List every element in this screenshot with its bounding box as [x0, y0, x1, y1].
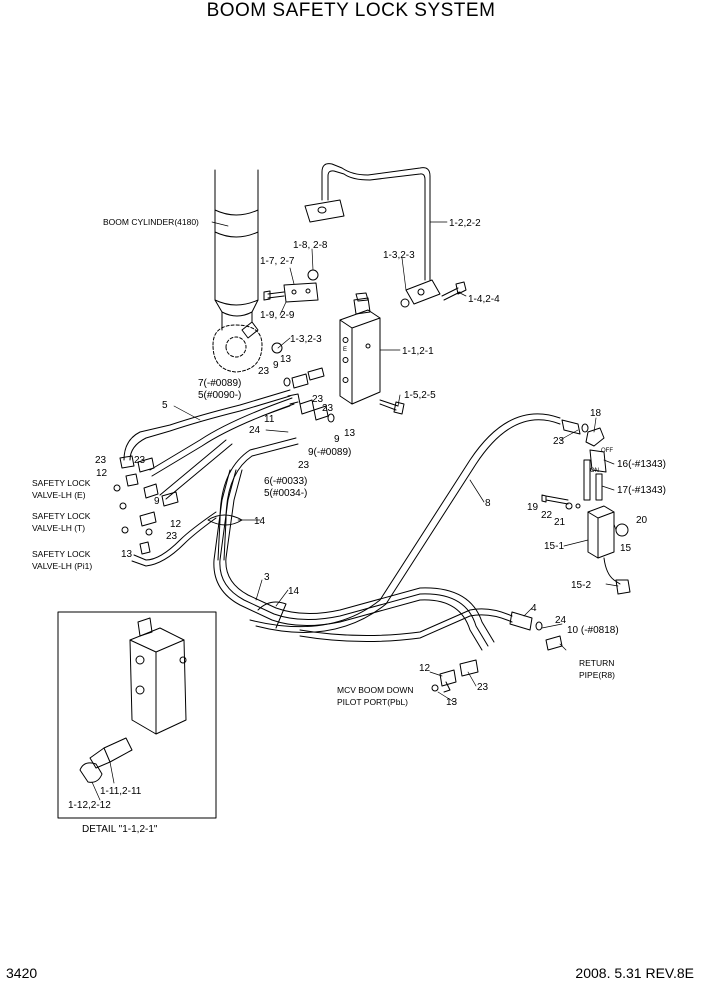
- hose-4: [299, 608, 563, 651]
- label-23-c: 23: [322, 403, 334, 414]
- label-18: 18: [590, 408, 602, 419]
- revision-date: 2008. 5.31 REV.8E: [575, 965, 694, 981]
- label-9-d: 9: [154, 496, 160, 507]
- label-17: 17(-#1343): [617, 485, 666, 496]
- label-15: 15: [620, 543, 632, 554]
- label-23-b: 23: [312, 394, 324, 405]
- label-5: 5: [162, 400, 168, 411]
- label-return-2: PIPE(R8): [579, 670, 615, 680]
- label-23-f: 23: [95, 455, 107, 466]
- label-9-a: 9: [273, 360, 279, 371]
- label-13-c: 13: [121, 549, 133, 560]
- label-24-b: 24: [555, 615, 567, 626]
- mcv-fittings: [431, 659, 479, 693]
- label-12-a: 12: [96, 468, 108, 479]
- label-23-g: 23: [134, 455, 146, 466]
- label-1-4-2-4: 1-4,2-4: [468, 294, 500, 305]
- label-23-i: 23: [477, 682, 489, 693]
- pipe-1-2: [304, 163, 441, 308]
- label-safety-lock-t-2: VALVE-LH (T): [32, 523, 85, 533]
- label-21: 21: [554, 517, 566, 528]
- switch-assembly: [541, 419, 631, 595]
- label-safety-lock-e-1: SAFETY LOCK: [32, 478, 91, 488]
- label-15-2: 15-2: [571, 580, 591, 591]
- label-mcv-2: PILOT PORT(PbL): [337, 697, 408, 707]
- label-19: 19: [527, 502, 539, 513]
- label-11: 11: [264, 414, 275, 425]
- label-14-a: 14: [254, 516, 266, 527]
- label-20: 20: [636, 515, 648, 526]
- label-1-8-2-8: 1-8, 2-8: [293, 240, 328, 251]
- label-1-12: 1-12,2-12: [68, 800, 111, 811]
- label-return-1: RETURN: [579, 658, 614, 668]
- label-safety-lock-t-1: SAFETY LOCK: [32, 511, 91, 521]
- label-safety-lock-pi-2: VALVE-LH (Pi1): [32, 561, 92, 571]
- label-16: 16(-#1343): [617, 459, 666, 470]
- label-1-1-2-1: 1-1,2-1: [402, 346, 434, 357]
- label-7: 7(-#0089): [198, 378, 241, 389]
- label-1-11: 1-11,2-11: [100, 786, 142, 797]
- label-5-bot: 5(#0034-): [264, 488, 307, 499]
- hose-5-7: [123, 389, 299, 561]
- label-6: 6(-#0033): [264, 476, 307, 487]
- label-23-d: 23: [298, 460, 310, 471]
- label-12-c: 12: [419, 663, 431, 674]
- label-15-1: 15-1: [544, 541, 564, 552]
- label-safety-lock-pi-1: SAFETY LOCK: [32, 549, 91, 559]
- label-switch-on: ON: [590, 468, 599, 474]
- label-5-top: 5(#0090-): [198, 390, 241, 401]
- label-9-c: 9(-#0089): [308, 447, 351, 458]
- label-8: 8: [485, 498, 491, 509]
- label-1-7-2-7: 1-7, 2-7: [260, 256, 295, 267]
- label-13-a: 13: [280, 354, 292, 365]
- label-1-2-2-2: 1-2,2-2: [449, 218, 481, 229]
- safety-lock-valve-1-1: [339, 292, 381, 405]
- fittings-valve: [283, 367, 335, 423]
- label-1-5-2-5: 1-5,2-5: [404, 390, 436, 401]
- label-13-b: 13: [344, 428, 356, 439]
- label-13-d: 13: [446, 697, 458, 708]
- hose-8: [249, 413, 561, 633]
- page-title: BOOM SAFETY LOCK SYSTEM: [206, 0, 496, 21]
- page-number: 3420: [6, 965, 38, 981]
- label-safety-lock-e-2: VALVE-LH (E): [32, 490, 86, 500]
- label-valve-e: E: [343, 347, 347, 353]
- label-24-a: 24: [249, 425, 261, 436]
- label-1-3-2-3-mid: 1-3,2-3: [290, 334, 322, 345]
- label-9-b: 9: [334, 434, 340, 445]
- label-1-3-2-3-top: 1-3,2-3: [383, 250, 415, 261]
- label-12-b: 12: [170, 519, 182, 530]
- label-3: 3: [264, 572, 270, 583]
- label-switch-off: OFF: [601, 448, 613, 454]
- label-23-h: 23: [166, 531, 178, 542]
- bolt-1-4: [441, 281, 467, 301]
- label-23-a: 23: [258, 366, 270, 377]
- hose-3: [213, 469, 495, 651]
- label-mcv-1: MCV BOOM DOWN: [337, 685, 414, 695]
- o-ring-1-8: [307, 269, 319, 281]
- leader-lines: [91, 221, 619, 801]
- fittings-safety-lock-lh: [113, 455, 179, 555]
- plate-1-7: [263, 282, 319, 303]
- o-ring-1-3: [271, 342, 283, 354]
- label-22: 22: [541, 510, 553, 521]
- boom-cylinder: [212, 169, 263, 373]
- label-10: 10 (-#0818): [567, 625, 619, 636]
- label-23-e: 23: [553, 436, 565, 447]
- bolt-1-5: [379, 399, 405, 415]
- detail-box: [57, 611, 217, 819]
- label-1-9-2-9: 1-9, 2-9: [260, 310, 295, 321]
- label-boom-cylinder: BOOM CYLINDER(4180): [103, 217, 199, 227]
- hose-13: [131, 511, 217, 567]
- label-14-b: 14: [288, 586, 300, 597]
- label-detail: DETAIL "1-1,2-1": [82, 824, 158, 835]
- label-4: 4: [531, 603, 537, 614]
